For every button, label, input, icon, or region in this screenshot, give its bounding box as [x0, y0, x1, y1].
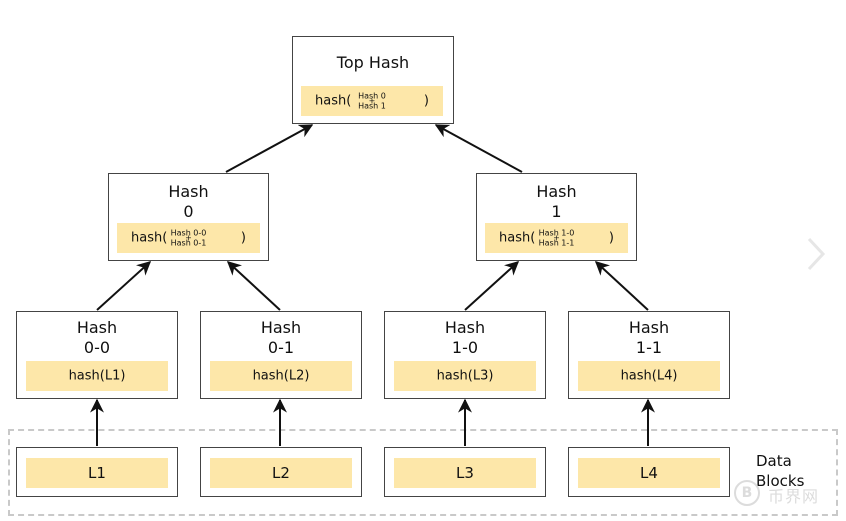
- arrow-hash10-to-hash1: [464, 261, 520, 311]
- hash-0-0-node: Hash 0-0 hash(L1): [16, 311, 178, 399]
- hash-1-0-value: hash(L3): [436, 368, 494, 384]
- watermark-text: 币界网: [768, 487, 820, 506]
- hash-0-0-title: Hash 0-0: [17, 318, 177, 358]
- hash-0-1-formula: hash(L2): [210, 361, 352, 391]
- hash-1-arg1: Hash 1-0: [538, 228, 575, 238]
- top-hash-arg1: Hash 0: [358, 91, 386, 101]
- data-block-l4-label: L4: [640, 464, 658, 482]
- data-block-l3-label: L3: [456, 464, 474, 482]
- top-hash-plus: +: [368, 96, 376, 106]
- hash-1-title: Hash 1: [477, 182, 636, 222]
- hash-0-1-title-line2: 0-1: [267, 338, 295, 357]
- hash-1-args: Hash 1-0 + Hash 1-1: [485, 229, 628, 248]
- hash-0-title-line1: Hash: [168, 182, 209, 201]
- watermark-logo-icon: B: [734, 480, 760, 506]
- arrow-hash11-to-hash1: [594, 261, 649, 311]
- data-block-l1-label: L1: [88, 464, 106, 482]
- hash-0-close: ): [240, 230, 246, 246]
- hash-1-plus: +: [553, 233, 560, 243]
- watermark: B 币界网: [734, 480, 834, 510]
- data-blocks-region: [8, 429, 838, 516]
- data-block-l1-fill: L1: [26, 458, 168, 488]
- hash-1-title-line2: 1: [551, 202, 562, 221]
- hash-0-0-value: hash(L1): [68, 368, 126, 384]
- data-block-l4-fill: L4: [578, 458, 720, 488]
- hash-0-node: Hash 0 hash( Hash 0-0 + Hash 0-1 ): [108, 173, 269, 261]
- hash-0-title-line2: 0: [183, 202, 194, 221]
- hash-1-0-title-line1: Hash: [444, 318, 486, 337]
- arrow-hash1-to-top: [434, 124, 523, 173]
- hash-1-fn: hash(: [499, 230, 536, 246]
- data-block-l2-label: L2: [272, 464, 290, 482]
- data-block-l3-fill: L3: [394, 458, 536, 488]
- hash-0-arg2: Hash 0-1: [170, 238, 207, 248]
- hash-0-formula: hash( Hash 0-0 + Hash 0-1 ): [117, 223, 260, 253]
- hash-1-1-formula: hash(L4): [578, 361, 720, 391]
- data-blocks-label-line2: Blocks: [756, 472, 805, 490]
- hash-1-1-value: hash(L4): [620, 368, 678, 384]
- hash-1-formula: hash( Hash 1-0 + Hash 1-1 ): [485, 223, 628, 253]
- hash-1-arg2: Hash 1-1: [538, 238, 575, 248]
- hash-1-1-title: Hash 1-1: [569, 318, 729, 358]
- hash-1-0-title-line2: 1-0: [451, 338, 479, 357]
- hash-1-1-node: Hash 1-1 hash(L4): [568, 311, 730, 399]
- chevron-right-icon[interactable]: [806, 236, 826, 272]
- hash-1-1-title-line1: Hash: [628, 318, 670, 337]
- top-hash-formula: hash( Hash 0 + Hash 1 ): [301, 86, 443, 116]
- top-hash-title: Top Hash: [336, 53, 410, 72]
- hash-0-0-title-line2: 0-0: [83, 338, 111, 357]
- arrow-hash01-to-hash0: [226, 261, 281, 311]
- hash-1-0-formula: hash(L3): [394, 361, 536, 391]
- top-hash-close: ): [423, 93, 429, 109]
- hash-0-1-title: Hash 0-1: [201, 318, 361, 358]
- hash-1-title-line1: Hash: [536, 182, 577, 201]
- data-blocks-label-line1: Data: [756, 452, 792, 470]
- top-hash-fn: hash(: [315, 93, 352, 109]
- hash-0-title: Hash 0: [109, 182, 268, 222]
- hash-0-plus: +: [185, 233, 192, 243]
- hash-0-0-formula: hash(L1): [26, 361, 168, 391]
- hash-1-0-node: Hash 1-0 hash(L3): [384, 311, 546, 399]
- hash-0-0-title-line1: Hash: [76, 318, 118, 337]
- top-hash-args: Hash 0 + Hash 1: [301, 92, 443, 111]
- hash-1-0-title: Hash 1-0: [385, 318, 545, 358]
- data-block-l3: L3: [384, 447, 546, 497]
- hash-1-1-title-line2: 1-1: [635, 338, 663, 357]
- hash-0-args: Hash 0-0 + Hash 0-1: [117, 229, 260, 248]
- hash-0-1-node: Hash 0-1 hash(L2): [200, 311, 362, 399]
- arrow-hash00-to-hash0: [96, 261, 152, 311]
- hash-0-1-title-line1: Hash: [260, 318, 302, 337]
- hash-1-close: ): [608, 230, 614, 246]
- hash-0-1-value: hash(L2): [252, 368, 310, 384]
- data-block-l4: L4: [568, 447, 730, 497]
- top-hash-node: Top Hash hash( Hash 0 + Hash 1 ): [292, 36, 454, 124]
- data-block-l2: L2: [200, 447, 362, 497]
- hash-0-fn: hash(: [131, 230, 168, 246]
- top-hash-arg2: Hash 1: [358, 101, 386, 111]
- arrow-hash0-to-top: [225, 124, 314, 173]
- hash-1-node: Hash 1 hash( Hash 1-0 + Hash 1-1 ): [476, 173, 637, 261]
- data-block-l1: L1: [16, 447, 178, 497]
- hash-0-arg1: Hash 0-0: [170, 228, 207, 238]
- data-blocks-label: Data Blocks: [756, 451, 804, 491]
- data-block-l2-fill: L2: [210, 458, 352, 488]
